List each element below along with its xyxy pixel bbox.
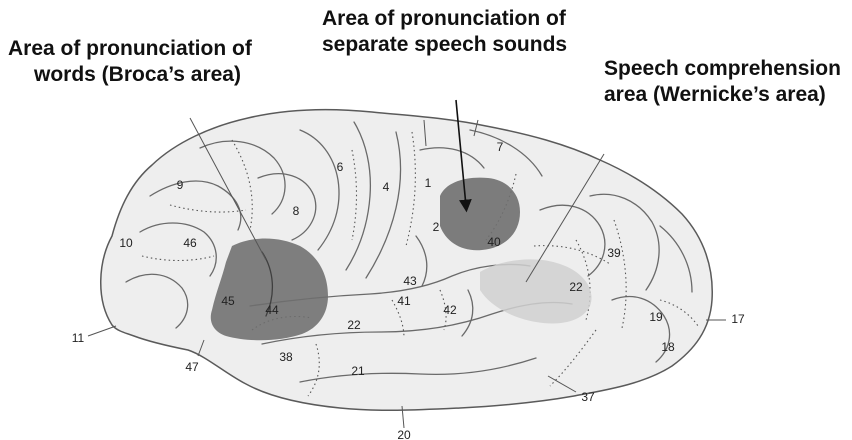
area-number-4: 4 — [383, 180, 390, 194]
leader-line-11 — [88, 326, 116, 336]
area-number-41: 41 — [397, 294, 411, 308]
speech-sounds-region — [440, 178, 520, 251]
area-number-6: 6 — [337, 160, 344, 174]
area-number-19: 19 — [649, 310, 663, 324]
area-number-39: 39 — [607, 246, 621, 260]
area-number-11: 11 — [72, 331, 85, 345]
area-number-18: 18 — [661, 340, 675, 354]
area-number-37: 37 — [581, 390, 595, 404]
area-number-20: 20 — [397, 428, 411, 440]
area-number-22-anterior: 22 — [347, 318, 361, 332]
area-number-1: 1 — [425, 176, 432, 190]
area-number-7: 7 — [497, 140, 504, 154]
area-number-22-posterior: 22 — [569, 280, 583, 294]
area-number-21: 21 — [351, 364, 365, 378]
area-number-38: 38 — [279, 350, 293, 364]
area-number-45: 45 — [221, 294, 235, 308]
area-number-42: 42 — [443, 303, 457, 317]
area-number-17: 17 — [731, 312, 745, 326]
area-number-10: 10 — [119, 236, 133, 250]
area-number-47: 47 — [185, 360, 199, 374]
area-number-40: 40 — [487, 235, 501, 249]
area-number-46: 46 — [183, 236, 197, 250]
area-number-9: 9 — [177, 178, 184, 192]
area-number-8: 8 — [293, 204, 300, 218]
area-number-43: 43 — [403, 274, 417, 288]
area-number-2: 2 — [433, 220, 440, 234]
area-number-44: 44 — [265, 303, 279, 317]
